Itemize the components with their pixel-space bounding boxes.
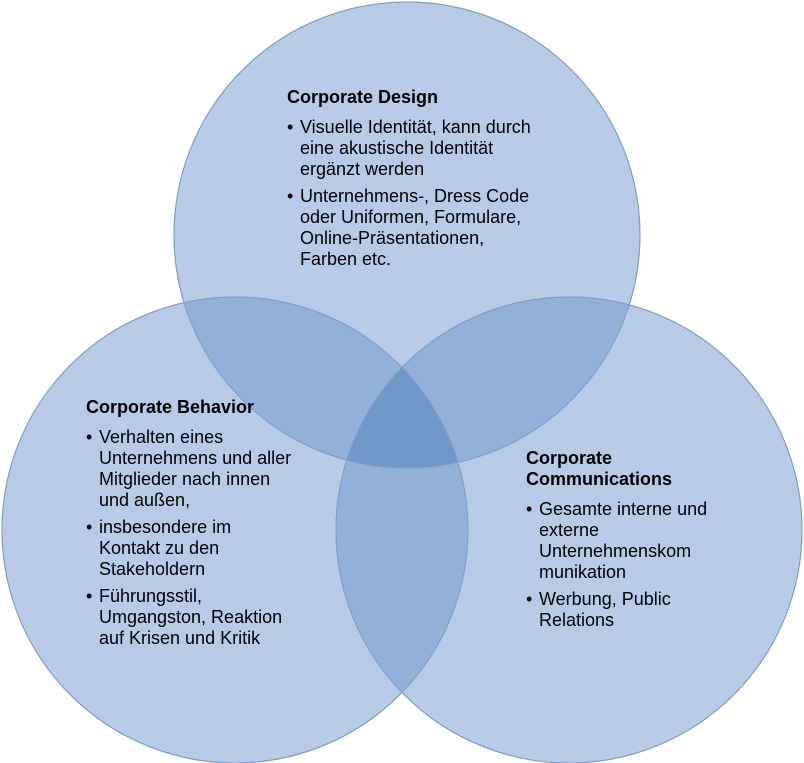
outline-communications	[335, 296, 803, 763]
corporate-behavior-block: Corporate Behavior Verhalten eines Unter…	[86, 397, 296, 655]
corporate-design-title: Corporate Design	[287, 87, 439, 107]
list-item: Gesamte interne und externe Unternehmens…	[526, 499, 726, 583]
corporate-design-list: Visuelle Identität, kann durch eine akus…	[287, 117, 537, 270]
list-item: Unternehmens-, Dress Code oder Uniformen…	[287, 186, 537, 270]
outline-design	[173, 1, 641, 469]
overlap-design-communications	[336, 297, 640, 468]
overlap-design-behavior	[174, 297, 468, 468]
corporate-communications-title: Corporate Communications	[526, 448, 673, 489]
list-item: Werbung, Public Relations	[526, 589, 726, 631]
corporate-communications-block: Corporate Communications Gesamte interne…	[526, 448, 726, 637]
corporate-behavior-title: Corporate Behavior	[86, 397, 255, 417]
list-item: insbesondere im Kontakt zu den Stakehold…	[86, 517, 296, 580]
corporate-behavior-list: Verhalten eines Unternehmens und aller M…	[86, 427, 296, 649]
corporate-design-block: Corporate Design Visuelle Identität, kan…	[287, 87, 537, 276]
outline-behavior	[1, 296, 469, 763]
list-item: Visuelle Identität, kann durch eine akus…	[287, 117, 537, 180]
list-item: Führungsstil, Umgangston, Reaktion auf K…	[86, 586, 296, 649]
list-item: Verhalten eines Unternehmens und aller M…	[86, 427, 296, 511]
corporate-communications-list: Gesamte interne und externe Unternehmens…	[526, 499, 726, 631]
